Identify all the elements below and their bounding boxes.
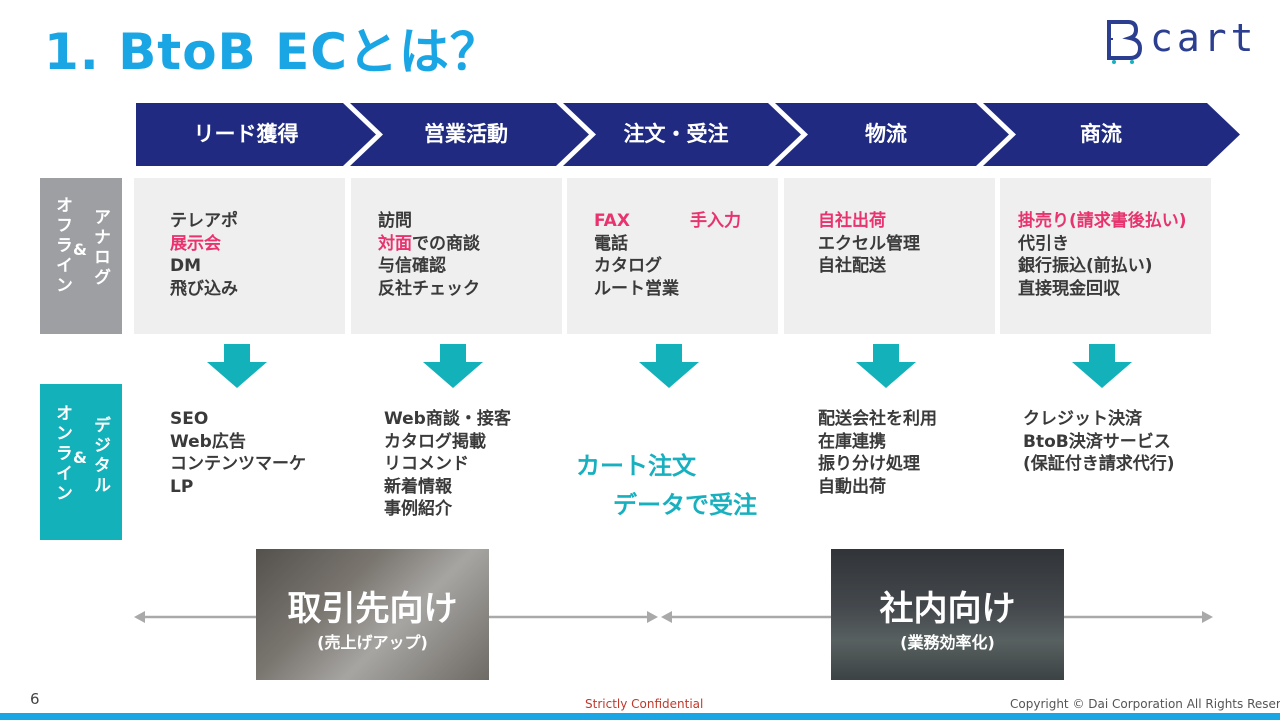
photo-internal-subtitle: (業務効率化) [900, 633, 995, 652]
analog-item: 自社配送 [818, 256, 886, 276]
analog-item-highlight: 自社出荷 [818, 211, 886, 231]
bcart-logo: cart [1106, 16, 1258, 64]
down-arrow-icon [1072, 344, 1132, 388]
analog-cell-sales: 訪問 対面での商談 与信確認 反社チェック [351, 178, 562, 334]
digital-item: コンテンツマーケ [170, 454, 306, 474]
page-number: 6 [30, 690, 40, 708]
digital-item: 振り分け処理 [818, 454, 920, 474]
digital-label-amp: & [73, 448, 87, 467]
digital-order-data: データで受注 [613, 491, 757, 519]
analog-item: 銀行振込(前払い) [1018, 256, 1153, 276]
analog-cell-lead: テレアポ 展示会 DM 飛び込み [134, 178, 345, 334]
digital-cell-logistics: 配送会社を利用 在庫連携 振り分け処理 自動出荷 [818, 408, 937, 498]
digital-item: Web商談・接客 [384, 409, 511, 429]
analog-item-highlight: 対面 [378, 233, 412, 254]
digital-order-cart: カート注文 [576, 452, 696, 480]
digital-label-digital: デジタル [90, 416, 110, 496]
analog-item: DM [170, 256, 202, 276]
digital-item: クレジット決済 [1023, 409, 1142, 429]
digital-item: カタログ掲載 [384, 431, 486, 452]
flow-stage-logistics: 物流 [865, 122, 907, 146]
analog-cell-commerce: 掛売り(請求書後払い) 代引き 銀行振込(前払い) 直接現金回収 [1000, 178, 1211, 334]
analog-item: 飛び込み [170, 278, 238, 299]
analog-item-highlight: 手入力 [690, 211, 741, 231]
analog-item: エクセル管理 [818, 233, 920, 254]
analog-item: 電話 [594, 233, 628, 254]
photo-overlay [256, 549, 489, 680]
process-flow: リード獲得 営業活動 注文・受注 物流 商流 [136, 103, 1240, 166]
analog-item: 与信確認 [378, 256, 446, 276]
flow-stage-lead: リード獲得 [193, 122, 299, 146]
digital-item: 在庫連携 [818, 431, 886, 452]
analog-label-offline: オフライン [52, 196, 72, 296]
down-arrow-icon [423, 344, 483, 388]
cart-logo-icon [1107, 20, 1143, 64]
digital-item: (保証付き請求代行) [1023, 454, 1175, 474]
down-arrow-icon [639, 344, 699, 388]
analog-item: 代引き [1018, 233, 1069, 254]
confidential-notice: Strictly Confidential [585, 697, 704, 711]
down-arrow-icon [856, 344, 916, 388]
digital-cell-commerce: クレジット決済 BtoB決済サービス (保証付き請求代行) [1023, 408, 1175, 476]
analog-cell-order: FAX 手入力 電話 カタログ ルート営業 [567, 178, 778, 334]
analog-item-highlight: FAX [594, 211, 630, 231]
analog-item: 訪問 [378, 211, 412, 231]
digital-label-online: オンライン [52, 404, 72, 504]
analog-item: テレアポ [170, 211, 238, 231]
photo-internal: 社内向け (業務効率化) [831, 549, 1064, 680]
flow-chevron-bar [136, 103, 1240, 166]
digital-item: 自動出荷 [818, 476, 886, 497]
digital-item: リコメンド [384, 454, 469, 474]
photo-internal-title: 社内向け [879, 589, 1016, 629]
analog-label-amp: & [73, 240, 87, 259]
digital-item: LP [170, 476, 194, 497]
photo-external-customers: 取引先向け (売上げアップ) [256, 549, 489, 680]
photo-external-title: 取引先向け [287, 589, 458, 629]
analog-item: ルート営業 [594, 278, 679, 299]
analog-item: カタログ [594, 256, 662, 276]
copyright-notice: Copyright © Dai Corporation All Rights R… [1010, 697, 1280, 711]
digital-item: 新着情報 [384, 476, 452, 497]
analog-item-rest: での商談 [412, 233, 480, 254]
analog-item: 反社チェック [378, 278, 480, 299]
photo-external-subtitle: (売上げアップ) [317, 633, 428, 652]
digital-item: 配送会社を利用 [818, 409, 937, 429]
analog-item-highlight: 展示会 [170, 233, 221, 254]
digital-label: オンライン & デジタル [40, 384, 122, 540]
photo-overlay [831, 549, 1064, 680]
digital-item: Web広告 [170, 431, 246, 452]
digital-item: 事例紹介 [384, 499, 452, 519]
flow-stage-order: 注文・受注 [623, 122, 729, 146]
analog-item: 直接現金回収 [1018, 278, 1120, 299]
logo-text: cart [1150, 16, 1258, 60]
analog-item: 対面での商談 [378, 233, 562, 256]
bottom-accent-bar [0, 713, 1280, 720]
flow-stage-sales: 営業活動 [424, 122, 508, 146]
flow-stage-commerce: 商流 [1080, 122, 1122, 146]
digital-cell-sales: Web商談・接客 カタログ掲載 リコメンド 新着情報 事例紹介 [384, 408, 511, 521]
analog-item-row: FAX 手入力 [594, 210, 778, 233]
analog-cell-logistics: 自社出荷 エクセル管理 自社配送 [784, 178, 995, 334]
down-arrow-icon [207, 344, 267, 388]
slide-title: 1. BtoB ECとは？ [44, 23, 501, 81]
digital-item: BtoB決済サービス [1023, 431, 1171, 452]
analog-item-highlight: 掛売り(請求書後払い) [1018, 211, 1187, 231]
digital-item: SEO [170, 409, 209, 429]
analog-label-analog: アナログ [90, 208, 110, 288]
analog-label: オフライン & アナログ [40, 178, 122, 334]
digital-cell-lead: SEO Web広告 コンテンツマーケ LP [170, 408, 306, 498]
